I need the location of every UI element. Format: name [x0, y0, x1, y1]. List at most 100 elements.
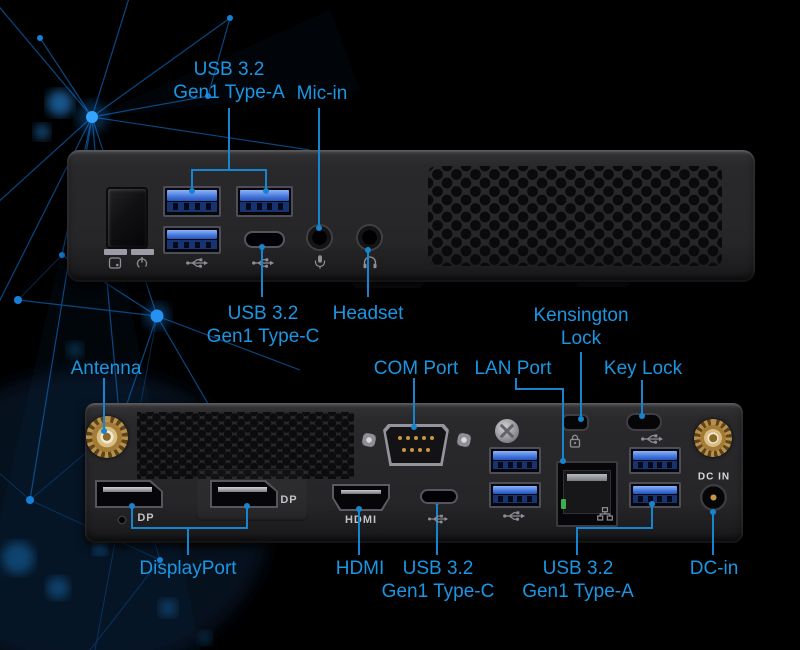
leader-key-lock	[641, 380, 643, 415]
rear-usb-a-port-4	[629, 482, 681, 508]
rear-screw-hole	[117, 515, 127, 525]
leader-dot	[639, 413, 645, 419]
kensington-lock-icon	[569, 434, 581, 448]
rear-usb-a-port-2	[489, 482, 541, 508]
leader-lan-stub	[515, 378, 517, 390]
power-led	[131, 249, 154, 255]
label-line: Kensington	[533, 305, 629, 326]
label-rear-usb-c: USB 3.2 Gen1 Type-C	[382, 557, 495, 603]
leader-dot	[578, 416, 584, 422]
front-device-foot-right	[575, 278, 630, 287]
leader-lan-bar	[515, 388, 564, 390]
hdd-led	[104, 249, 127, 255]
label-antenna: Antenna	[70, 358, 142, 379]
leader-front-usb-a-bar	[191, 169, 267, 171]
lan-port	[556, 461, 618, 527]
dp1-printed-label: DP	[137, 512, 155, 524]
com-nut-left	[361, 432, 377, 448]
label-hdmi: HDMI	[335, 558, 385, 579]
label-front-usb-a: USB 3.2 Gen1 Type-A	[173, 58, 285, 104]
rear-vent-grille	[137, 412, 354, 479]
label-line: USB 3.2	[542, 558, 614, 579]
label-line: Gen1 Type-A	[522, 581, 634, 602]
label-rear-usb-a: USB 3.2 Gen1 Type-A	[522, 557, 634, 603]
leader-front-usb-a-stem	[228, 108, 230, 170]
hdd-indicator-icon	[108, 257, 122, 269]
leader-dot	[411, 424, 417, 430]
leader-front-usb-c	[261, 247, 263, 297]
label-line: USB 3.2	[193, 59, 265, 80]
lan-icon	[597, 507, 613, 521]
leader-dp-bar	[131, 527, 248, 529]
label-lan-port: LAN Port	[474, 358, 552, 379]
leader-antenna	[103, 378, 105, 429]
leader-dot	[710, 509, 716, 515]
leader-dp-right	[246, 506, 248, 529]
leader-hdmi	[358, 509, 360, 555]
leader-rear-usb-a-stem	[576, 527, 578, 555]
leader-dot	[189, 188, 195, 194]
leader-dot	[259, 244, 265, 250]
leader-front-usb-a-drop-right	[265, 169, 267, 189]
usb-icon	[502, 510, 526, 523]
mic-icon	[314, 255, 326, 270]
com-port	[383, 424, 449, 466]
usb-icon	[185, 257, 209, 270]
label-mic-in: Mic-in	[296, 83, 348, 104]
label-dc-in: DC-in	[689, 558, 739, 579]
leader-front-usb-a-drop-left	[191, 169, 193, 189]
leader-dot	[101, 428, 107, 434]
label-line: Gen1 Type-C	[206, 326, 320, 347]
usb-icon	[427, 513, 449, 525]
dp2-printed-label: DP	[280, 494, 298, 506]
label-line: Gen1 Type-A	[173, 82, 285, 103]
front-device-foot-left	[352, 278, 424, 288]
leader-lan-drop	[562, 388, 564, 461]
dc-in-printed-label: DC IN	[697, 471, 731, 483]
power-indicator-icon	[136, 257, 149, 270]
label-front-usb-c: USB 3.2 Gen1 Type-C	[207, 302, 320, 348]
headset-icon	[363, 255, 378, 269]
front-usb-a-port-1	[163, 186, 221, 217]
kensington-lock-slot	[562, 414, 589, 431]
leader-dot	[263, 188, 269, 194]
leader-dot	[560, 458, 566, 464]
power-button	[106, 187, 148, 249]
antenna-connector-left	[86, 416, 128, 458]
front-vent-grille	[428, 166, 722, 266]
rear-usb-a-port-3	[629, 447, 681, 474]
leader-dot	[356, 506, 362, 512]
label-displayport: DisplayPort	[139, 558, 237, 579]
leader-dot	[316, 225, 322, 231]
leader-com-port	[413, 378, 415, 425]
dc-in-jack	[700, 484, 727, 511]
antenna-connector-right	[694, 419, 732, 457]
label-line: USB 3.2	[402, 558, 474, 579]
leader-dc-in	[712, 511, 714, 555]
headset-jack	[356, 224, 383, 251]
label-kensington-lock: Kensington Lock	[533, 304, 628, 350]
label-com-port: COM Port	[373, 358, 459, 379]
rear-usb-c-port	[420, 489, 458, 504]
leader-dp-stem	[187, 527, 189, 555]
usb-icon	[251, 257, 275, 270]
displayport-port-1	[95, 480, 163, 508]
leader-kensington	[580, 352, 582, 418]
rear-usb-a-port-1	[489, 447, 541, 474]
label-line: Gen1 Type-C	[381, 581, 495, 602]
label-line: USB 3.2	[227, 303, 299, 324]
usb-icon	[640, 433, 664, 446]
label-headset: Headset	[332, 303, 404, 324]
label-line: Lock	[560, 328, 602, 349]
leader-headset	[367, 250, 369, 297]
leader-rear-usb-a-bar	[576, 527, 653, 529]
front-usb-a-port-3	[163, 226, 221, 254]
leader-dp-left	[131, 506, 133, 529]
hdmi-printed-label: HDMI	[344, 514, 378, 526]
thumbscrew	[495, 419, 519, 443]
leader-rear-usb-c	[436, 502, 438, 555]
label-key-lock: Key Lock	[603, 358, 683, 379]
com-nut-right	[456, 432, 472, 448]
leader-mic-in	[318, 108, 320, 225]
